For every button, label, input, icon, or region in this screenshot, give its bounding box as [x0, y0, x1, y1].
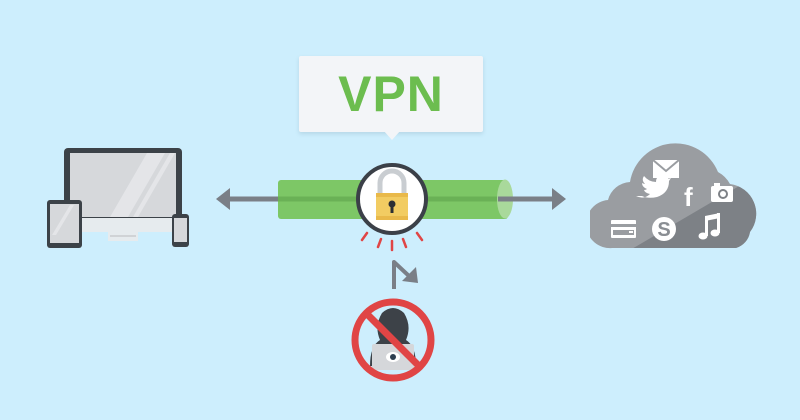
- arrow-left-head-icon: [216, 188, 230, 210]
- arrow-right-head-icon: [552, 188, 566, 210]
- vpn-callout-tail: [383, 130, 401, 140]
- vpn-label: VPN: [338, 66, 444, 122]
- skype-icon: S: [652, 217, 676, 241]
- vpn-callout: [299, 56, 483, 132]
- devices-icon: [47, 148, 189, 248]
- svg-text:S: S: [657, 219, 670, 241]
- facebook-icon: f: [684, 182, 693, 212]
- camera-icon: [711, 183, 733, 202]
- credit-card-icon: [611, 220, 636, 238]
- email-icon: [652, 159, 680, 178]
- redirect-arrow-icon: [392, 260, 418, 289]
- blocked-hacker-icon: [351, 298, 435, 382]
- alert-rays-icon: [360, 231, 424, 252]
- twitter-icon: [636, 175, 671, 198]
- cloud-icon: f S: [590, 143, 757, 249]
- lock-icon: [356, 163, 428, 235]
- music-icon: [698, 213, 720, 240]
